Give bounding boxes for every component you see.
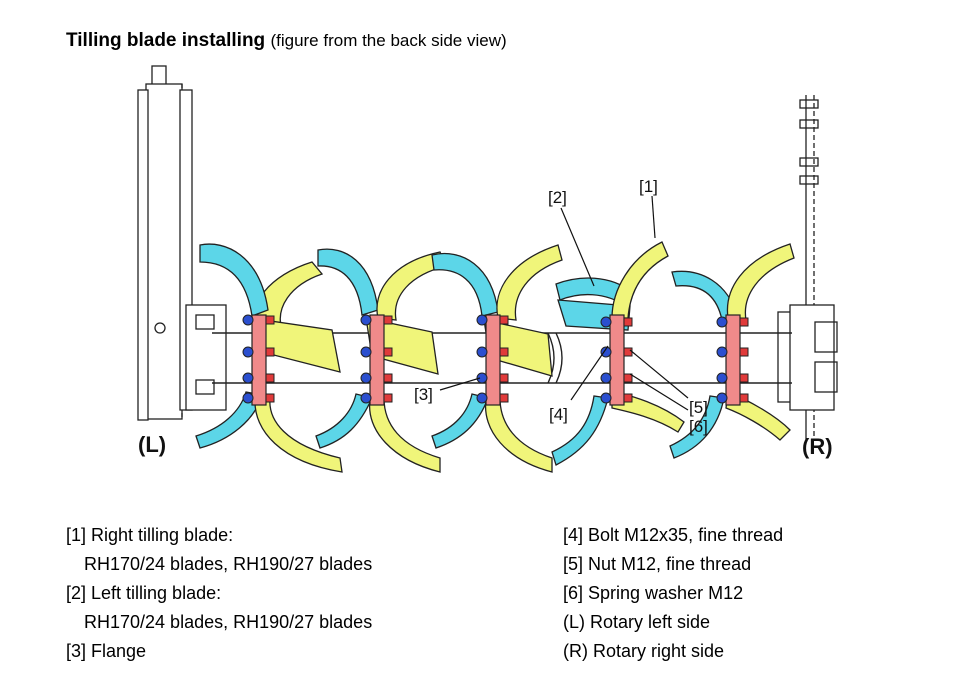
nut bbox=[383, 393, 393, 403]
nut bbox=[383, 315, 393, 325]
right-tilling-blade bbox=[368, 397, 441, 473]
callout-6: [6] bbox=[689, 417, 708, 436]
bolt bbox=[716, 346, 728, 358]
right-tilling-blade bbox=[726, 243, 795, 321]
nut bbox=[383, 347, 393, 357]
flange bbox=[251, 314, 267, 406]
callout-4: [4] bbox=[549, 405, 568, 424]
leader-lines bbox=[439, 195, 689, 411]
legend-item-left-side: (L) Rotary left side bbox=[563, 612, 711, 632]
left-tilling-blade bbox=[199, 243, 269, 317]
bolt bbox=[242, 346, 254, 358]
blade-group-3 bbox=[431, 244, 563, 473]
blade-group-2 bbox=[315, 248, 447, 473]
bolt bbox=[360, 314, 372, 326]
legend-right: [4] Bolt M12x35, fine thread [5] Nut M12… bbox=[563, 521, 783, 666]
tilling-blade-diagram: [1] [2] [3] [4] [5] [6] (L) (R) bbox=[137, 65, 838, 473]
right-bearing-housing bbox=[777, 95, 838, 440]
bolt bbox=[360, 372, 372, 384]
nut bbox=[739, 373, 749, 383]
side-label-left: (L) bbox=[138, 432, 166, 457]
nut bbox=[623, 373, 633, 383]
bolt bbox=[476, 392, 488, 404]
nut bbox=[739, 347, 749, 357]
legend-item-1-detail: RH170/24 blades, RH190/27 blades bbox=[84, 554, 373, 574]
legend-item-5: [5] Nut M12, fine thread bbox=[563, 554, 752, 574]
flange bbox=[369, 314, 385, 406]
side-label-right: (R) bbox=[802, 434, 833, 459]
bolt bbox=[476, 314, 488, 326]
legend-item-6: [6] Spring washer M12 bbox=[563, 583, 744, 603]
bolt bbox=[242, 314, 254, 326]
bolt bbox=[360, 392, 372, 404]
nut bbox=[739, 317, 749, 327]
nut bbox=[499, 315, 509, 325]
left-tilling-blade bbox=[669, 395, 725, 459]
bolt bbox=[716, 372, 728, 384]
flanges bbox=[251, 314, 741, 406]
nut bbox=[739, 393, 749, 403]
nut bbox=[623, 347, 633, 357]
bolt bbox=[242, 372, 254, 384]
bolt bbox=[360, 346, 372, 358]
bolt bbox=[716, 316, 728, 328]
nut bbox=[265, 315, 275, 325]
nut bbox=[499, 347, 509, 357]
title-subtitle: (figure from the back side view) bbox=[270, 31, 507, 50]
bolt bbox=[476, 372, 488, 384]
diagram-title: Tilling blade installing (figure from th… bbox=[66, 30, 507, 52]
legend-item-2-detail: RH170/24 blades, RH190/27 blades bbox=[84, 612, 373, 632]
nut bbox=[265, 373, 275, 383]
left-tilling-blade bbox=[431, 393, 489, 449]
left-gearbox-housing bbox=[137, 65, 227, 421]
right-tilling-blade bbox=[254, 397, 343, 473]
flange bbox=[609, 314, 625, 406]
callout-5: [5] bbox=[689, 398, 708, 417]
legend-item-right-side: (R) Rotary right side bbox=[563, 641, 725, 661]
left-tilling-blade bbox=[317, 248, 379, 316]
nut bbox=[265, 393, 275, 403]
bolt bbox=[600, 372, 612, 384]
bolt bbox=[600, 316, 612, 328]
nut bbox=[499, 393, 509, 403]
blade-group-5 bbox=[669, 243, 795, 459]
nut bbox=[265, 347, 275, 357]
legend-item-1: [1] Right tilling blade: bbox=[66, 525, 234, 545]
left-tilling-blade bbox=[551, 395, 609, 466]
legend-item-4: [4] Bolt M12x35, fine thread bbox=[563, 525, 784, 545]
nuts bbox=[265, 315, 749, 403]
nut bbox=[383, 373, 393, 383]
bolt bbox=[476, 346, 488, 358]
callout-1: [1] bbox=[639, 177, 658, 196]
flange bbox=[725, 314, 741, 406]
callout-3: [3] bbox=[414, 385, 433, 404]
title-main: Tilling blade installing bbox=[66, 30, 266, 51]
bolt bbox=[600, 346, 612, 358]
bolt bbox=[716, 392, 728, 404]
bolt bbox=[600, 392, 612, 404]
left-tilling-blade bbox=[195, 391, 263, 449]
legend-item-3: [3] Flange bbox=[66, 641, 147, 661]
nut bbox=[499, 373, 509, 383]
callout-2: [2] bbox=[548, 188, 567, 207]
right-tilling-blade bbox=[484, 397, 553, 473]
left-tilling-blade bbox=[315, 393, 373, 449]
nut bbox=[623, 317, 633, 327]
right-tilling-blade bbox=[611, 241, 669, 319]
bolts bbox=[242, 314, 728, 404]
blade-group-1 bbox=[195, 243, 343, 473]
legend-left: [1] Right tilling blade: RH170/24 blades… bbox=[66, 521, 372, 666]
flange bbox=[485, 314, 501, 406]
left-tilling-blade bbox=[431, 253, 499, 317]
bolt bbox=[242, 392, 254, 404]
right-tilling-blade bbox=[496, 244, 563, 321]
legend-item-2: [2] Left tilling blade: bbox=[66, 583, 222, 603]
nut bbox=[623, 393, 633, 403]
